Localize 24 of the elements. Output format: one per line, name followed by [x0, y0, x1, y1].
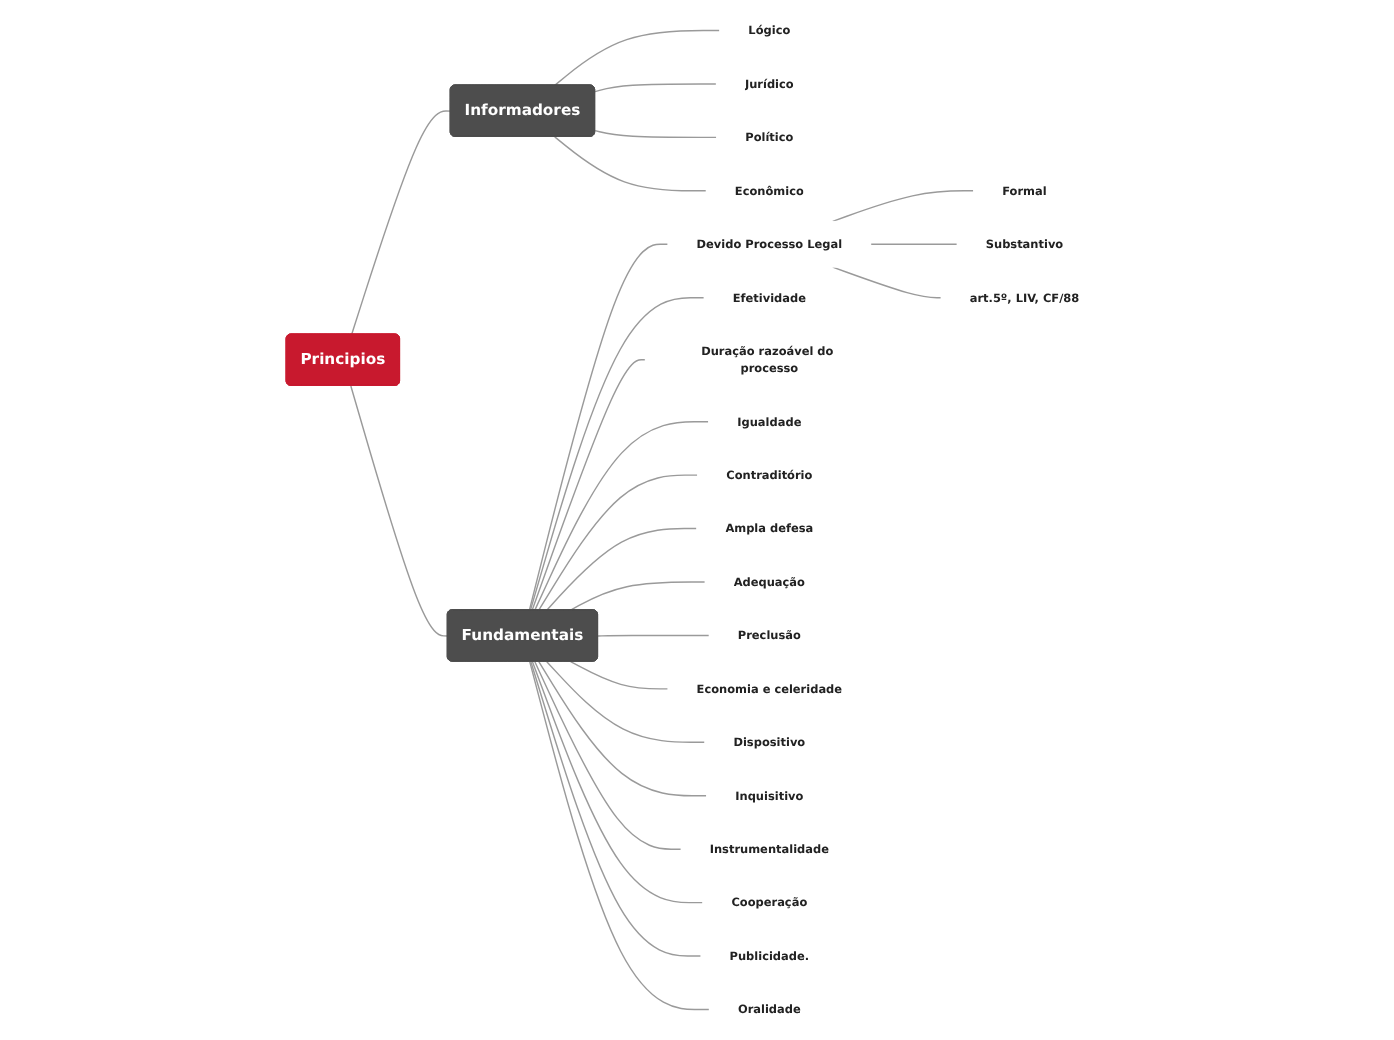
connector: [529, 296, 705, 611]
connector: [529, 660, 710, 1011]
connector: [554, 29, 721, 87]
connector: [554, 136, 707, 192]
connector: [350, 110, 452, 336]
connector: [832, 266, 942, 299]
connector: [531, 660, 704, 904]
connector: [594, 129, 718, 139]
connector: [870, 243, 958, 245]
connector: [538, 474, 699, 611]
connector: [531, 359, 646, 611]
connector: [569, 581, 706, 611]
connector: [350, 385, 449, 637]
connector: [530, 660, 702, 957]
connector: [528, 243, 669, 611]
connector: [534, 660, 682, 850]
connector: [832, 190, 975, 223]
connector: [594, 83, 718, 93]
connector: [546, 660, 706, 744]
connector: [534, 421, 710, 611]
connector: [546, 527, 698, 611]
connector: [538, 660, 708, 797]
connector: [569, 660, 669, 690]
connector: [597, 634, 710, 637]
